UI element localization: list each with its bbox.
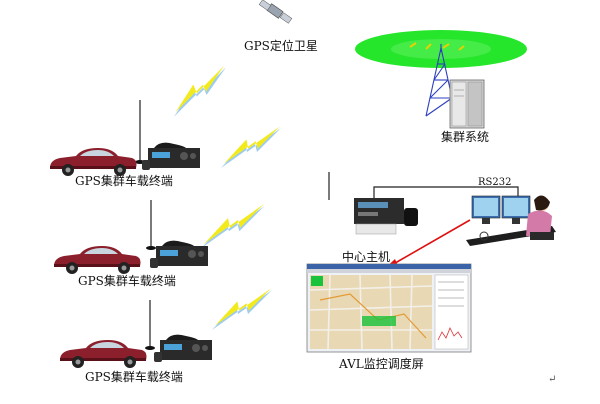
- signal-lightning-2: [201, 204, 265, 248]
- vehicle-terminal-2: [54, 200, 208, 274]
- radio-icon: [142, 142, 200, 170]
- satellite-icon: [258, 0, 293, 24]
- vehicle-terminal-1: [50, 100, 200, 176]
- vehicle-terminal-label-3: GPS集群车载终端: [85, 370, 183, 384]
- operator-workstation-icon: [466, 195, 556, 246]
- car-icon: [60, 340, 147, 368]
- signal-lightning-satellite: [166, 65, 234, 117]
- satellite-label: GPS定位卫星: [244, 39, 318, 53]
- vehicle-terminal-3: [60, 300, 212, 368]
- avl-screen-label: AVL监控调度屏: [339, 357, 424, 371]
- return-mark: ↵: [548, 374, 557, 385]
- center-host-icon: [328, 172, 418, 235]
- server-cabinet-icon: [449, 79, 485, 129]
- avl-monitor-screen: [306, 263, 472, 353]
- radio-icon: [150, 240, 208, 268]
- center-host-label: 中心主机: [342, 250, 391, 264]
- vehicle-terminal-label-1: GPS集群车载终端: [75, 174, 173, 188]
- rs232-link: [373, 186, 519, 198]
- radio-icon: [154, 334, 212, 362]
- car-icon: [54, 246, 141, 274]
- vehicle-terminal-label-2: GPS集群车载终端: [78, 274, 176, 288]
- signal-lightning-3: [212, 288, 272, 330]
- signal-lightning-1: [221, 126, 281, 168]
- trunk-system-label: 集群系统: [441, 130, 490, 144]
- rs232-label: RS232: [478, 177, 512, 188]
